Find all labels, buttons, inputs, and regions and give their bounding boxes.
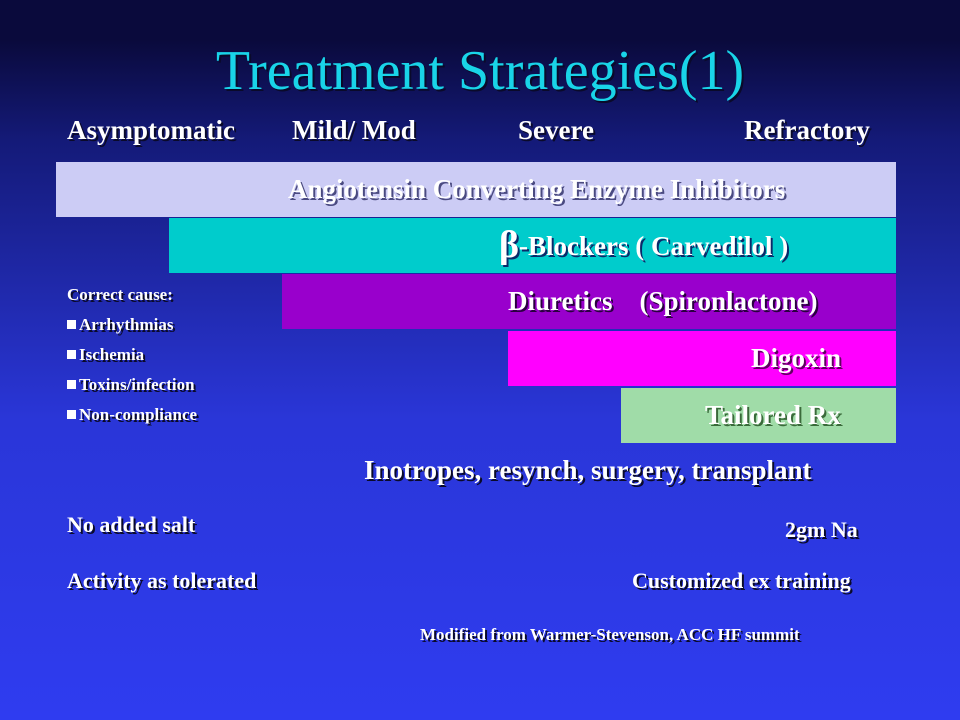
cause-item-ischemia: Ischemia [67, 340, 197, 370]
no-added-salt-text: No added salt [67, 512, 196, 537]
ace-inhibitors-label: Angiotensin Converting Enzyme Inhibitors [288, 174, 786, 204]
inotropes-text: Inotropes, resynch, surgery, transplant [364, 455, 812, 485]
stage-severe: Severe [518, 115, 594, 145]
correct-cause-list: Correct cause: Arrhythmias Ischemia Toxi… [67, 280, 197, 430]
beta-blockers-bar: β-Blockers ( Carvedilol ) [169, 218, 896, 273]
stage-asymptomatic: Asymptomatic [67, 115, 235, 145]
cause-item-non-compliance: Non-compliance [67, 400, 197, 430]
sodium-limit-text: 2gm Na [785, 517, 858, 542]
bullet-icon [67, 380, 76, 389]
ace-inhibitors-bar: Angiotensin Converting Enzyme Inhibitors [56, 162, 896, 217]
source-citation: Modified from Warmer-Stevenson, ACC HF s… [420, 625, 800, 644]
digoxin-label: Digoxin [751, 343, 842, 373]
beta-blockers-label: β-Blockers ( Carvedilol ) [499, 218, 788, 273]
beta-blockers-text: -Blockers ( Carvedilol ) [519, 231, 789, 261]
stage-mild-mod: Mild/ Mod [292, 115, 416, 145]
beta-symbol: β [499, 224, 520, 266]
bullet-icon [67, 410, 76, 419]
correct-cause-heading: Correct cause: [67, 285, 173, 304]
slide-title: Treatment Strategies(1) [215, 40, 745, 102]
tailored-rx-label: Tailored Rx [705, 400, 841, 430]
bullet-icon [67, 320, 76, 329]
stage-refractory: Refractory [744, 115, 870, 145]
customized-training-text: Customized ex training [632, 568, 851, 593]
digoxin-bar: Digoxin [508, 331, 896, 386]
tailored-rx-bar: Tailored Rx [621, 388, 896, 443]
cause-item-toxins: Toxins/infection [67, 370, 197, 400]
diuretics-bar: Diuretics (Spironlactone) [282, 274, 896, 329]
diuretics-label: Diuretics (Spironlactone) [508, 286, 818, 316]
activity-tolerated-text: Activity as tolerated [67, 568, 257, 593]
cause-item-arrhythmias: Arrhythmias [67, 310, 197, 340]
bullet-icon [67, 350, 76, 359]
